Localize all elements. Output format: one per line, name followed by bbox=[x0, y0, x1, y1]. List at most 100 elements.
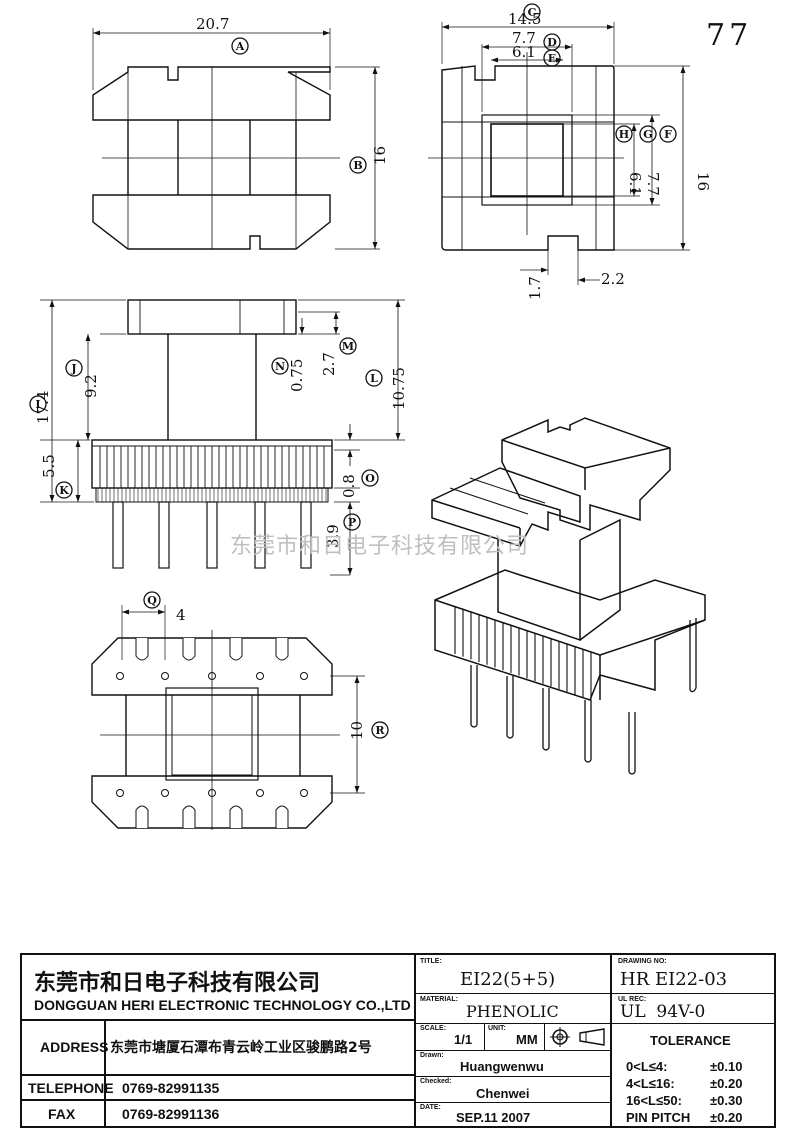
marker-letter: R bbox=[375, 724, 385, 737]
flange-slot bbox=[229, 805, 243, 828]
isometric-view bbox=[431, 417, 706, 775]
page-number: 77 bbox=[706, 18, 753, 53]
marker-letter: I bbox=[35, 398, 40, 411]
dim-Q: 4 bbox=[176, 606, 186, 624]
fax-value: 0769-82991136 bbox=[122, 1106, 220, 1122]
material-value: PHENOLIC bbox=[466, 1002, 559, 1021]
marker-letter: Q bbox=[147, 594, 157, 607]
scale-value: 1/1 bbox=[454, 1032, 473, 1047]
marker-p: P bbox=[343, 513, 361, 531]
pin-hole bbox=[161, 789, 169, 797]
date-label: DATE: bbox=[420, 1104, 441, 1111]
dim-E: 6.1 bbox=[512, 43, 536, 61]
marker-a: A bbox=[231, 37, 249, 55]
drawing-no-label: DRAWING NO: bbox=[618, 958, 667, 965]
pin-hole bbox=[300, 672, 308, 680]
checked-label: Checked: bbox=[420, 1078, 452, 1085]
pin bbox=[112, 501, 124, 569]
marker-k: K bbox=[55, 481, 73, 499]
dim-I: 17.4 bbox=[34, 391, 52, 424]
fax-label: FAX bbox=[48, 1106, 76, 1122]
dim-pin-width: 1.7 bbox=[526, 276, 544, 300]
tolerance-value: ±0.30 bbox=[710, 1093, 743, 1108]
marker-e: E bbox=[543, 49, 561, 67]
marker-r: R bbox=[371, 721, 389, 739]
marker-letter: K bbox=[59, 484, 69, 497]
pin bbox=[254, 501, 266, 569]
checked-value: Chenwei bbox=[476, 1086, 530, 1101]
iso-pin bbox=[628, 712, 636, 775]
dim-A: 20.7 bbox=[196, 15, 229, 33]
tolerance-range: 0<L≤4: bbox=[626, 1059, 668, 1074]
marker-n: N bbox=[271, 357, 289, 375]
flange-slot bbox=[135, 638, 149, 661]
marker-j: J bbox=[65, 359, 83, 377]
marker-letter: M bbox=[342, 340, 354, 353]
iso-pin bbox=[584, 700, 592, 763]
title-value: EI22(5+5) bbox=[460, 969, 556, 990]
dim-J: 9.2 bbox=[82, 374, 100, 398]
iso-pin bbox=[506, 676, 514, 739]
marker-letter: O bbox=[365, 472, 375, 485]
front-view bbox=[40, 299, 405, 576]
material-label: MATERIAL: bbox=[420, 996, 458, 1003]
dim-K: 5.5 bbox=[40, 454, 58, 478]
pin-hole bbox=[208, 789, 216, 797]
pin-hole bbox=[161, 672, 169, 680]
pin bbox=[206, 501, 218, 569]
dim-R: 10 bbox=[348, 721, 366, 740]
tolerance-value: ±0.20 bbox=[710, 1110, 743, 1125]
tolerance-range: 4<L≤16: bbox=[626, 1076, 675, 1091]
dim-L: 10.75 bbox=[390, 367, 408, 410]
marker-letter: D bbox=[547, 36, 557, 49]
ul-rec-label: UL REC: bbox=[618, 996, 647, 1003]
watermark: 东莞市和日电子科技有限公司 bbox=[230, 534, 530, 559]
technical-drawing: 20.7 16 14.5 7.7 6.1 16 7.7 6.1 1.7 2.2 … bbox=[29, 3, 712, 830]
title-block: 东莞市和日电子科技有限公司 DONGGUAN HERI ELECTRONIC T… bbox=[20, 953, 776, 1128]
marker-letter: P bbox=[348, 516, 356, 529]
marker-q: Q bbox=[143, 591, 161, 609]
dim-H: 6.1 bbox=[626, 172, 644, 196]
drawing-no-value: HR EI22-03 bbox=[620, 969, 728, 990]
flange-slot bbox=[135, 805, 149, 828]
marker-g: G bbox=[639, 125, 657, 143]
company-name-cn: 东莞市和日电子科技有限公司 bbox=[34, 971, 321, 996]
pin-hole bbox=[256, 672, 264, 680]
marker-letter: H bbox=[619, 128, 629, 141]
marker-letter: E bbox=[548, 52, 556, 65]
dim-B: 16 bbox=[371, 146, 389, 165]
marker-letter: G bbox=[643, 128, 652, 141]
address-label: ADDRESS bbox=[40, 1039, 109, 1055]
dim-N: 0.75 bbox=[288, 359, 306, 392]
pin-hole bbox=[208, 672, 216, 680]
telephone-label: TELEPHONE bbox=[28, 1080, 114, 1096]
pin-hole bbox=[256, 789, 264, 797]
dim-M: 2.7 bbox=[320, 352, 338, 376]
pin-hole bbox=[300, 789, 308, 797]
marker-letter: F bbox=[664, 128, 672, 141]
tolerance-range: 16<L≤50: bbox=[626, 1093, 682, 1108]
flange-slot bbox=[275, 805, 289, 828]
flange-slot bbox=[182, 805, 196, 828]
bottom-view bbox=[91, 605, 365, 830]
drawn-label: Drawn: bbox=[420, 1052, 444, 1059]
ul-rec-value: UL 94V-0 bbox=[620, 1002, 706, 1022]
unit-value: MM bbox=[516, 1032, 538, 1047]
marker-letter: B bbox=[353, 159, 362, 172]
address-value: 东莞市塘厦石潭布青云岭工业区骏鹏路2号 bbox=[110, 1040, 372, 1056]
marker-f: F bbox=[659, 125, 677, 143]
marker-d: D bbox=[543, 33, 561, 51]
marker-l: L bbox=[365, 369, 383, 387]
tolerance-range: PIN PITCH bbox=[626, 1110, 691, 1125]
flange-slot bbox=[275, 638, 289, 661]
dim-G: 7.7 bbox=[644, 172, 662, 196]
marker-o: O bbox=[361, 469, 379, 487]
drawn-value: Huangwenwu bbox=[460, 1059, 544, 1074]
marker-i: I bbox=[29, 395, 47, 413]
marker-letter: C bbox=[528, 6, 537, 19]
side-view bbox=[92, 28, 380, 250]
pin bbox=[300, 501, 312, 569]
marker-letter: L bbox=[370, 372, 378, 385]
tolerance-value: ±0.20 bbox=[710, 1076, 743, 1091]
marker-letter: A bbox=[235, 40, 245, 53]
